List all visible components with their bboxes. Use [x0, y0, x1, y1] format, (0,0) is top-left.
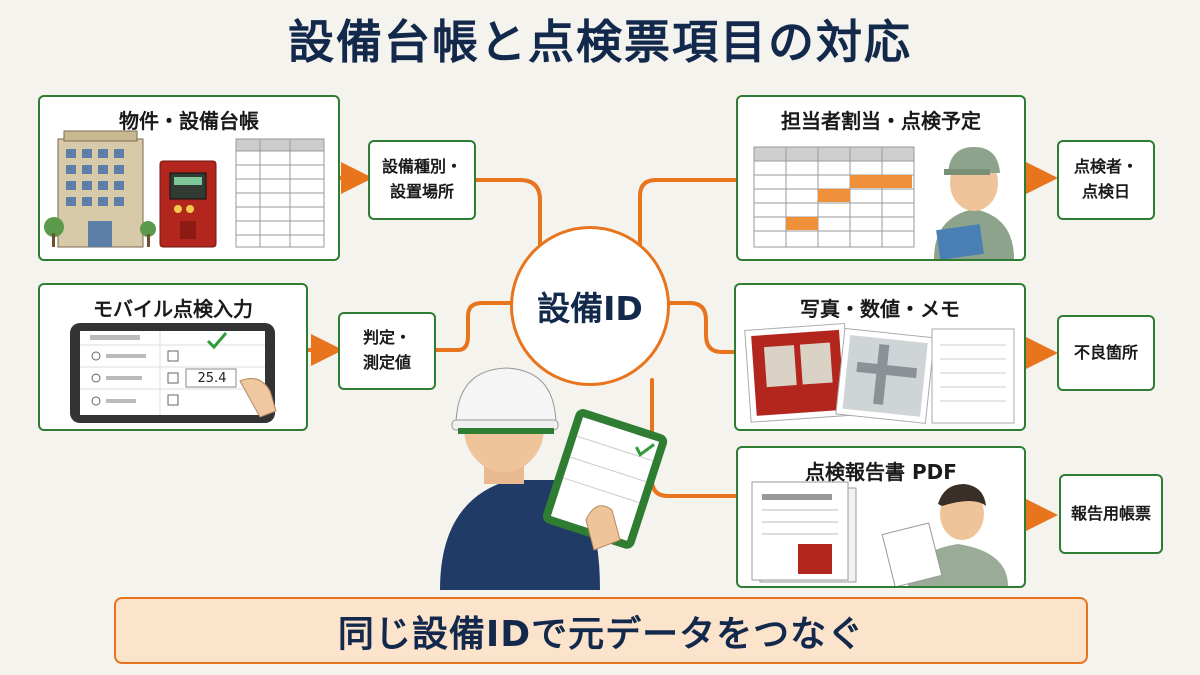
ledger-panel: 物件・設備台帳	[38, 95, 340, 261]
memo-note-icon	[931, 328, 1015, 424]
building-icon	[44, 130, 156, 248]
schedule-grid-icon	[753, 146, 915, 248]
ledger-panel-title: 物件・設備台帳	[119, 109, 259, 133]
mobile-panel-title: モバイル点検入力	[93, 297, 253, 321]
mobile-panel: モバイル点検入力 25.4	[38, 283, 308, 431]
line-hub-judgement	[434, 301, 514, 352]
photo-pipes-icon	[835, 327, 935, 424]
line-hub-report	[650, 378, 740, 498]
output-inspector-date: 点検者・ 点検日	[1057, 140, 1155, 220]
ledger-illustration	[44, 130, 325, 248]
schedule-illustration	[753, 146, 1014, 259]
line-hub-schedule	[638, 178, 740, 247]
summary-banner: 同じ設備IDで元データをつなぐ	[114, 597, 1088, 664]
reviewer-person-icon	[881, 484, 1008, 586]
report-panel: 点検報告書 PDF	[736, 446, 1026, 588]
ledger-table-icon	[235, 138, 325, 248]
photo-memo-illustration	[744, 322, 1015, 424]
hub-equipment-id: 設備ID	[510, 226, 670, 386]
page-title: 設備台帳と点検票項目の対応	[288, 15, 912, 69]
fire-panel-icon	[159, 160, 217, 248]
mobile-tablet-illustration	[70, 323, 277, 423]
report-document-icon	[751, 481, 857, 583]
output-type-location: 設備種別・ 設置場所	[368, 140, 476, 220]
measured-value: 25.4	[197, 371, 227, 386]
photo-panel-title: 写真・数値・メモ	[800, 297, 960, 321]
output-defect: 不良箇所	[1057, 315, 1155, 391]
inspector-person-icon	[934, 147, 1014, 259]
schedule-panel-title: 担当者割当・点検予定	[781, 109, 981, 133]
photo-panel: 写真・数値・メモ	[734, 283, 1026, 431]
output-judgement: 判定・ 測定値	[338, 312, 436, 390]
line-hub-photo	[666, 301, 736, 354]
report-panel-title: 点検報告書 PDF	[805, 460, 957, 484]
report-illustration	[751, 481, 1008, 586]
photo-fire-panel-icon	[744, 322, 852, 423]
line-hub-type-location	[474, 178, 542, 247]
schedule-panel: 担当者割当・点検予定	[736, 95, 1026, 261]
output-report-form: 報告用帳票	[1059, 474, 1163, 554]
